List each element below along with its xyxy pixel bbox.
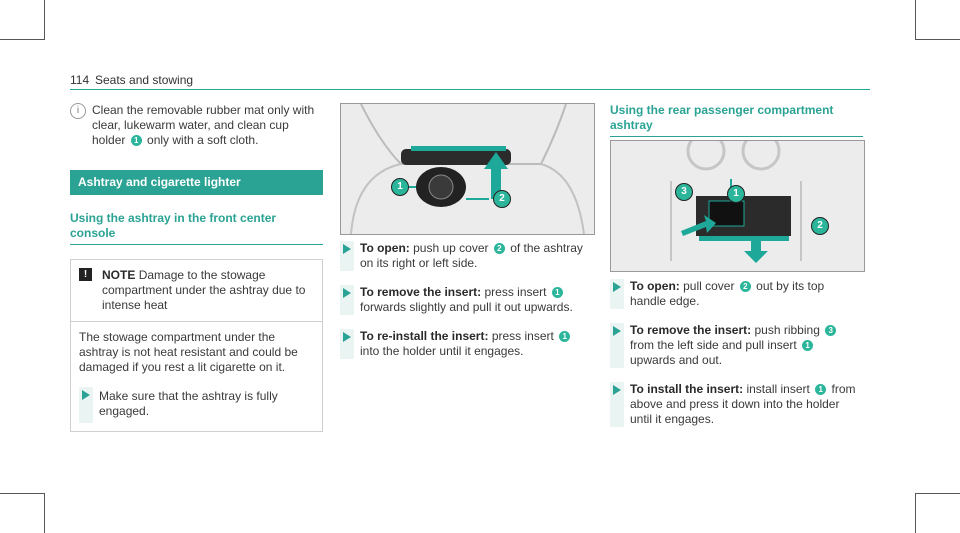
page-number: 114 [70,73,90,87]
callout-badge: 1 [130,135,142,146]
step-item: To remove the insert: push ribbing 3 fro… [610,323,863,368]
callout-badge: 2 [739,281,751,292]
info-note: i Clean the removable rubber mat only wi… [70,103,323,148]
subsection-heading: Using the rear passenger compartment ash… [610,103,863,137]
arrow-icon [613,326,621,336]
info-text: Clean the removable rubber mat only with… [92,103,315,147]
column-right: Using the rear passenger compartment ash… [610,103,863,137]
crop-mark [915,0,916,40]
callout-badge: 1 [551,287,563,298]
crop-mark [44,0,45,40]
figure-rear-ashtray: 1 2 3 [610,140,865,272]
info-icon: i [70,103,86,119]
note-label: NOTE [102,268,136,282]
note-text: Damage to the stowage compartment under … [102,268,306,312]
running-header: Seats and stowing [95,73,194,87]
crop-mark [915,493,960,494]
arrow-icon [82,390,90,400]
callout-badge: 3 [825,325,837,336]
arrow-icon [343,332,351,342]
note-body-text: The stowage compartment under the ashtra… [79,330,298,374]
column-middle: To open: push up cover 2 of the ashtray … [340,241,593,359]
figure-badge-2: 2 [811,217,829,235]
figure-front-ashtray: 1 2 [340,103,595,235]
crop-mark [915,39,960,40]
step-item: Make sure that the ashtray is fully enga… [79,387,314,423]
crop-mark [0,39,45,40]
arrow-icon [613,282,621,292]
warning-icon: ! [79,268,92,281]
step-item: To re-install the insert: press insert 1… [340,329,593,359]
figure-badge-1: 1 [391,178,409,196]
arrow-icon [343,244,351,254]
figure-badge-3: 3 [675,183,693,201]
section-band: Ashtray and cigarette lighter [70,170,323,195]
header-rule [70,89,870,90]
step-item: To remove the insert: press insert 1 for… [340,285,593,315]
figure-badge-2: 2 [493,190,511,208]
column-right-steps: To open: pull cover 2 out by its top han… [610,279,863,427]
callout-badge: 1 [802,340,814,351]
rear-ashtray-illustration [611,141,864,271]
subsection-heading: Using the ashtray in the front center co… [70,211,323,245]
arrow-icon [343,288,351,298]
callout-badge: 1 [559,331,571,342]
arrow-icon [613,385,621,395]
figure-badge-1: 1 [727,185,745,203]
front-ashtray-illustration [341,104,594,234]
step-item: To open: push up cover 2 of the ashtray … [340,241,593,271]
callout-badge: 1 [815,384,827,395]
column-left: i Clean the removable rubber mat only wi… [70,103,323,432]
crop-mark [44,493,45,533]
note-box: ! NOTE Damage to the stowage compartment… [70,259,323,432]
step-item: To install the insert: install insert 1 … [610,382,863,427]
crop-mark [0,493,45,494]
crop-mark [915,493,916,533]
step-item: To open: pull cover 2 out by its top han… [610,279,863,309]
callout-badge: 2 [493,243,505,254]
